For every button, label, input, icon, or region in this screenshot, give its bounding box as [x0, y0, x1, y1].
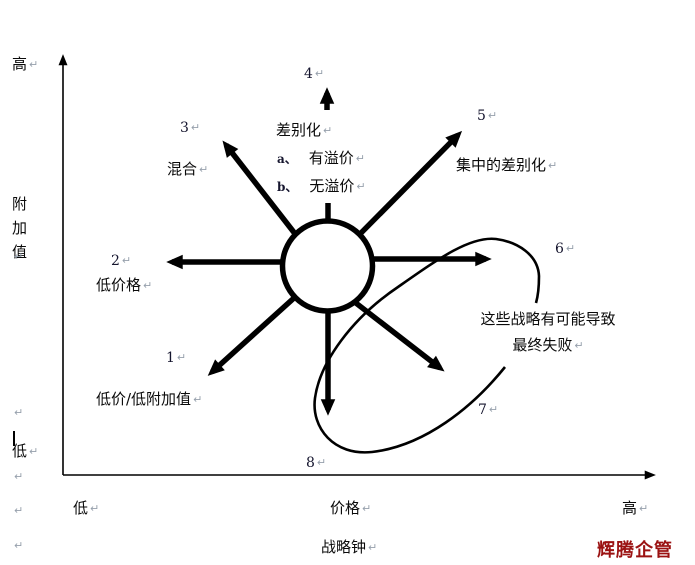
paragraph-mark: ↵ [488, 403, 499, 416]
y-axis-high-label: 高↵ [12, 55, 39, 73]
paragraph-mark: ↵ [176, 351, 187, 364]
failure-annotation-line1: 这些战略有可能导致 [480, 310, 616, 328]
paragraph-mark: ↵ [14, 504, 24, 517]
strategy-1-number: 1↵ [166, 350, 187, 366]
paragraph-mark: ↵ [323, 124, 333, 137]
text-cursor [13, 431, 15, 446]
strategy-4-option-b: b、无溢价↵ [277, 177, 366, 195]
x-axis-high-label: 高↵ [622, 499, 649, 517]
failure-annotation-line2: 最终失败↵ [512, 336, 584, 354]
paragraph-mark: ↵ [143, 279, 153, 292]
x-axis-low-label: 低↵ [73, 499, 100, 517]
strategy-4-number: 4↵ [304, 66, 325, 82]
paragraph-mark: ↵ [356, 180, 366, 193]
paragraph-mark: ↵ [639, 502, 649, 515]
paragraph-mark: ↵ [29, 445, 39, 458]
watermark: 辉腾企管 [597, 540, 673, 561]
paragraph-mark: ↵ [121, 254, 132, 267]
strategy-5-label: 集中的差别化↵ [456, 156, 558, 174]
paragraph-mark: ↵ [565, 242, 576, 255]
y-axis-title: 附加值 [12, 195, 28, 261]
paragraph-mark: ↵ [314, 67, 325, 80]
strategy-6-number: 6↵ [555, 241, 576, 257]
strategy-1-label: 低价/低附加值↵ [96, 390, 203, 408]
y-axis-low-label: 低↵ [12, 442, 39, 460]
paragraph-mark: ↵ [14, 470, 24, 483]
paragraph-mark: ↵ [355, 152, 366, 165]
option-a-prefix: a、 [277, 152, 297, 166]
paragraph-mark: ↵ [199, 163, 209, 176]
diagram-title: 战略钟↵ [321, 538, 378, 556]
strategy-3-label: 混合↵ [167, 160, 209, 178]
paragraph-mark: ↵ [14, 250, 24, 263]
strategy-2-number: 2↵ [111, 253, 132, 269]
paragraph-mark: ↵ [190, 121, 201, 134]
paragraph-mark: ↵ [90, 502, 100, 515]
strategy-7-number: 7↵ [478, 402, 499, 418]
paragraph-mark: ↵ [29, 58, 39, 71]
strategy-4-label: 差别化↵ [276, 121, 333, 139]
arrow-7 [350, 297, 445, 372]
arrow-3-hybrid [222, 140, 299, 237]
paragraph-mark: ↵ [574, 339, 584, 352]
arrow-1-low-price-low-value [207, 295, 296, 376]
paragraph-mark: ↵ [362, 502, 372, 515]
x-axis-title: 价格↵ [330, 499, 372, 517]
paragraph-mark: ↵ [487, 109, 498, 122]
strategy-5-number: 5↵ [477, 108, 498, 124]
strategy-4-option-a: a、有溢价↵ [277, 149, 366, 167]
paragraph-mark: ↵ [14, 539, 24, 552]
strategy-8-number: 8↵ [306, 455, 327, 471]
paragraph-mark: ↵ [368, 541, 378, 554]
strategy-2-label: 低价格↵ [96, 276, 153, 294]
paragraph-mark: ↵ [548, 159, 558, 172]
clock-hub-circle [279, 218, 376, 314]
strategy-3-number: 3↵ [180, 120, 201, 136]
failure-zone-ellipse [313, 237, 541, 454]
arrow-5-focused-differentiation [358, 130, 463, 236]
paragraph-mark: ↵ [14, 406, 24, 419]
option-b-prefix: b、 [277, 180, 298, 194]
paragraph-mark: ↵ [316, 456, 327, 469]
failure-annotation: 这些战略有可能导致 最终失败↵ [458, 306, 638, 359]
paragraph-mark: ↵ [193, 393, 203, 406]
